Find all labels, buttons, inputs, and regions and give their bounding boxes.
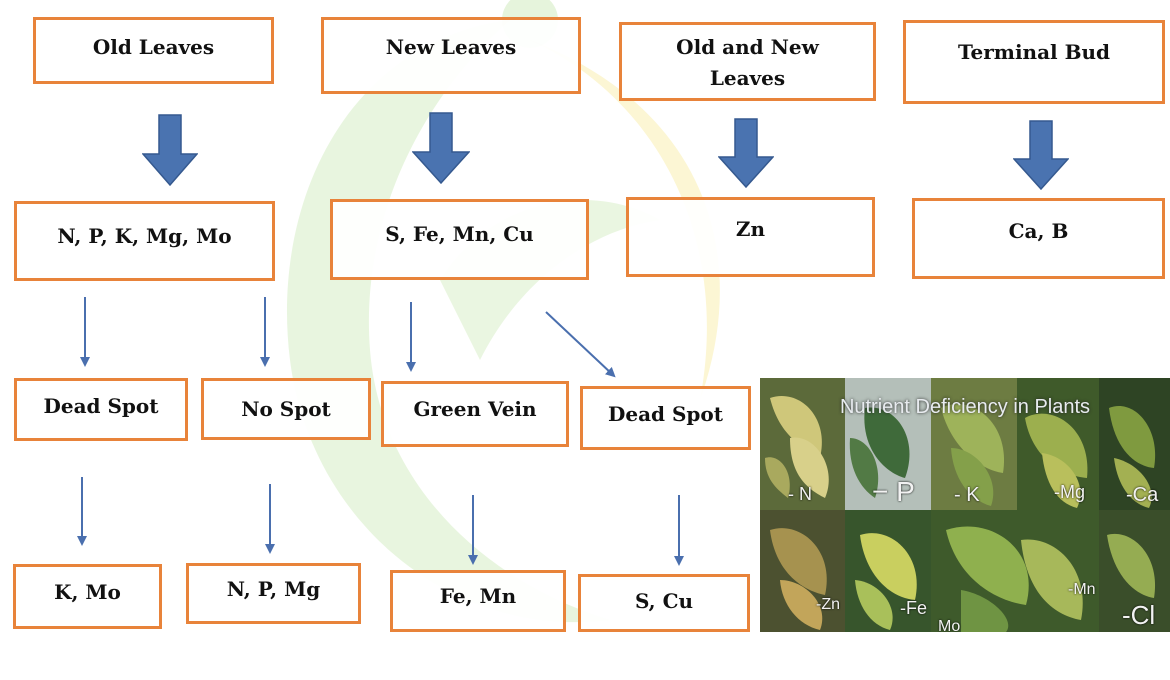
leaf-photo-fe	[845, 510, 931, 632]
symptom-label: Dead Spot	[608, 402, 723, 426]
symptom-dead-spot-new: Dead Spot	[580, 386, 751, 450]
symptom-no-spot: No Spot	[201, 378, 371, 440]
leaf-photo-p	[845, 378, 931, 510]
category-label: Old Leaves	[92, 35, 215, 59]
down-arrow-icon	[1013, 120, 1069, 190]
symptom-label: Green Vein	[413, 397, 537, 421]
leaf-photo-mn	[931, 510, 1099, 632]
leaf-photo-k	[931, 378, 1017, 510]
element-label: Fe, Mn	[439, 584, 517, 608]
element-n-p-mg: N, P, Mg	[186, 563, 361, 624]
leaf-photo-cl	[1099, 510, 1170, 632]
photo-label-k: - K	[954, 484, 980, 506]
photo-label-mn: -Mn	[1068, 581, 1096, 598]
nutrient-group-new-leaves: S, Fe, Mn, Cu	[330, 199, 589, 280]
photo-label-p: − P	[872, 476, 915, 507]
leaf-photo-ca	[1099, 378, 1170, 510]
category-label: Terminal Bud	[957, 40, 1111, 64]
category-label-line2: Leaves	[709, 66, 786, 90]
symptom-green-vein: Green Vein	[381, 381, 569, 447]
nutrient-group-label: Ca, B	[1008, 219, 1069, 243]
down-arrow-icon	[412, 112, 470, 184]
connector-arrow	[545, 311, 616, 378]
nutrient-group-terminal-bud: Ca, B	[912, 198, 1165, 279]
nutrient-group-label: S, Fe, Mn, Cu	[385, 222, 534, 246]
symptom-dead-spot-old: Dead Spot	[14, 378, 188, 441]
photo-label-zn: -Zn	[816, 596, 840, 613]
element-fe-mn: Fe, Mn	[390, 570, 566, 632]
category-terminal-bud: Terminal Bud	[903, 20, 1165, 104]
nutrient-group-label: N, P, K, Mg, Mo	[57, 224, 232, 248]
category-old-leaves: Old Leaves	[33, 17, 274, 84]
element-k-mo: K, Mo	[13, 564, 162, 629]
element-label: S, Cu	[634, 589, 694, 613]
symptom-label: Dead Spot	[43, 394, 159, 418]
down-arrow-icon	[718, 118, 774, 188]
down-arrow-icon	[142, 114, 198, 186]
category-label-line1: Old and New	[676, 35, 819, 59]
category-label: New Leaves	[385, 35, 517, 59]
photo-label-cl: -Cl	[1122, 600, 1156, 630]
nutrient-group-label: Zn	[735, 217, 766, 241]
connector-arrows	[77, 297, 684, 566]
element-s-cu: S, Cu	[578, 574, 750, 632]
photo-label-fe: -Fe	[900, 598, 927, 618]
nutrient-group-old-and-new: Zn	[626, 197, 875, 277]
photo-label-mo: Mo	[938, 618, 961, 632]
symptom-label: No Spot	[241, 397, 331, 421]
photo-title: Nutrient Deficiency in Plants	[839, 396, 1091, 418]
element-label: K, Mo	[54, 580, 121, 604]
leaf-photo-n	[760, 378, 845, 510]
category-new-leaves: New Leaves	[321, 17, 581, 94]
deficiency-photo-collage: Nutrient Deficiency in Plants - N − P - …	[760, 378, 1170, 632]
leaf-photo-mg	[1017, 378, 1099, 510]
photo-label-ca: -Ca	[1126, 484, 1159, 506]
photo-label-n: - N	[788, 484, 812, 504]
nutrient-group-old-leaves: N, P, K, Mg, Mo	[14, 201, 275, 281]
leaf-photo-zn	[760, 510, 845, 632]
category-old-and-new-leaves: Old and New Leaves	[619, 22, 876, 101]
element-label: N, P, Mg	[226, 577, 321, 601]
photo-label-mg: -Mg	[1054, 482, 1085, 502]
